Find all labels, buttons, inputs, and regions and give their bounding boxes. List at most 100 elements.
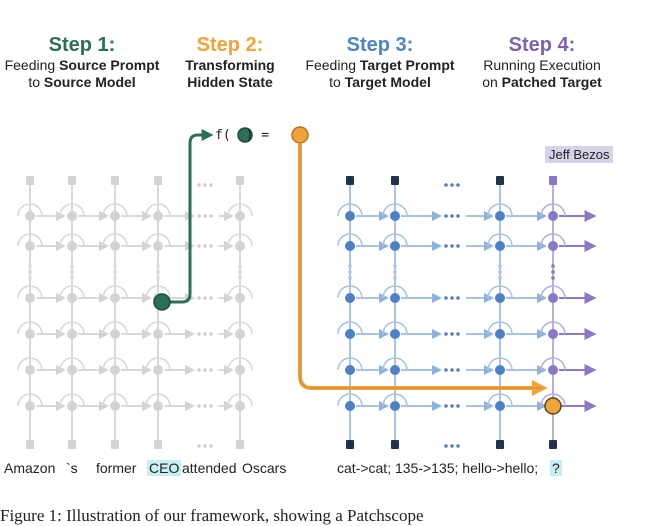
attention-arc: [487, 357, 513, 371]
step-1-desc-bold: Source Prompt: [59, 57, 160, 73]
attention-arc: [102, 203, 128, 217]
attention-arc: [102, 233, 128, 247]
hidden-state-node: [390, 293, 400, 303]
input-embed-marker: [111, 440, 119, 449]
vertical-ellipsis-dot: [498, 264, 502, 268]
hidden-state-node: [110, 365, 120, 375]
source-token-highlighted: CEO: [147, 460, 182, 476]
hidden-state-node: [25, 211, 35, 221]
attention-arc: [487, 203, 513, 217]
hidden-state-node: [153, 211, 163, 221]
vertical-ellipsis-dot: [348, 264, 352, 268]
attention-arc: [337, 285, 363, 299]
patched-output-marker: [549, 176, 557, 185]
function-prefix: f(: [215, 128, 231, 143]
path-outline: [299, 143, 543, 389]
attention-arc: [102, 321, 128, 335]
hidden-state-node: [495, 329, 505, 339]
hidden-state-node: [495, 241, 505, 251]
horizontal-ellipsis-dot: [444, 368, 448, 372]
horizontal-ellipsis-dot: [203, 332, 207, 336]
figure-caption: Figure 1: Illustration of our framework,…: [0, 506, 424, 525]
attention-arc: [382, 357, 408, 371]
output-head-marker: [236, 176, 244, 185]
vertical-ellipsis-dot: [498, 276, 502, 280]
top-ellipsis-dot: [203, 183, 207, 187]
hidden-state-node: [345, 401, 355, 411]
hidden-state-node: [110, 211, 120, 221]
hidden-state-node: [235, 241, 245, 251]
step-4-desc-mid: on: [482, 74, 502, 90]
input-embed-marker: [346, 440, 354, 449]
attention-arc: [17, 357, 43, 371]
top-ellipsis-dot: [197, 183, 201, 187]
horizontal-ellipsis-dot: [209, 296, 213, 300]
step-3-title: Step 3:: [346, 34, 414, 56]
attention-arc: [17, 285, 43, 299]
top-ellipsis-dot: [456, 183, 460, 187]
vertical-ellipsis-dot: [551, 270, 555, 274]
attention-arc: [487, 393, 513, 407]
attention-arc: [227, 285, 253, 299]
attention-arc: [487, 285, 513, 299]
hidden-state-node: [495, 293, 505, 303]
attention-arc: [227, 233, 253, 247]
attention-arc: [59, 285, 85, 299]
output-head-marker: [26, 176, 34, 185]
horizontal-ellipsis-dot: [203, 296, 207, 300]
horizontal-ellipsis-dot: [197, 404, 201, 408]
horizontal-ellipsis-dot: [197, 244, 201, 248]
source-token-4: attended: [182, 460, 237, 476]
top-ellipsis-dot: [450, 444, 454, 448]
attention-arc: [227, 357, 253, 371]
output-head-marker: [496, 176, 504, 185]
step-3-desc-bold2: Target Model: [344, 74, 431, 90]
step-1-header: Step 1: Feeding Source Prompt to Source …: [0, 34, 167, 91]
vertical-ellipsis-dot: [28, 270, 32, 274]
step-1-desc-bold2: Source Model: [43, 74, 136, 90]
attention-arc: [102, 357, 128, 371]
vertical-ellipsis-dot: [238, 264, 242, 268]
hidden-state-node: [345, 211, 355, 221]
attention-arc: [145, 233, 171, 247]
route-layer: [153, 126, 562, 415]
transformed-state-node: [291, 126, 309, 144]
attention-arc: [487, 321, 513, 335]
horizontal-ellipsis-dot: [444, 296, 448, 300]
top-ellipsis-dot: [450, 183, 454, 187]
hidden-state-node: [25, 293, 35, 303]
horizontal-ellipsis-dot: [444, 214, 448, 218]
attention-arc: [59, 203, 85, 217]
attention-arc: [145, 393, 171, 407]
source-token-0: Amazon: [4, 460, 56, 476]
attention-arc: [382, 233, 408, 247]
attention-arc: [227, 203, 253, 217]
step-3-desc-pre: Feeding: [305, 57, 360, 73]
horizontal-ellipsis-dot: [197, 214, 201, 218]
step-2-header: Step 2: Transforming Hidden State: [145, 34, 315, 91]
output-head-marker: [391, 176, 399, 185]
function-argument-node: [237, 127, 253, 143]
vertical-ellipsis-dot: [393, 270, 397, 274]
attention-arc: [382, 321, 408, 335]
top-ellipsis-dot: [209, 183, 213, 187]
attention-arc: [59, 357, 85, 371]
grid-layer: [17, 176, 597, 449]
horizontal-ellipsis-dot: [203, 368, 207, 372]
hidden-state-node: [25, 329, 35, 339]
vertical-ellipsis-dot: [393, 264, 397, 268]
hidden-state-node: [67, 211, 77, 221]
vertical-ellipsis-dot: [238, 270, 242, 274]
attention-arc: [145, 203, 171, 217]
horizontal-ellipsis-dot: [209, 332, 213, 336]
attention-arc: [59, 393, 85, 407]
hidden-state-node: [25, 241, 35, 251]
input-embed-marker: [391, 440, 399, 449]
horizontal-ellipsis-dot: [197, 368, 201, 372]
horizontal-ellipsis-dot: [456, 332, 460, 336]
output-head-marker: [68, 176, 76, 185]
input-embed-marker: [68, 440, 76, 449]
attention-arc: [487, 233, 513, 247]
horizontal-ellipsis-dot: [444, 332, 448, 336]
step-1-desc-mid: to: [28, 74, 44, 90]
